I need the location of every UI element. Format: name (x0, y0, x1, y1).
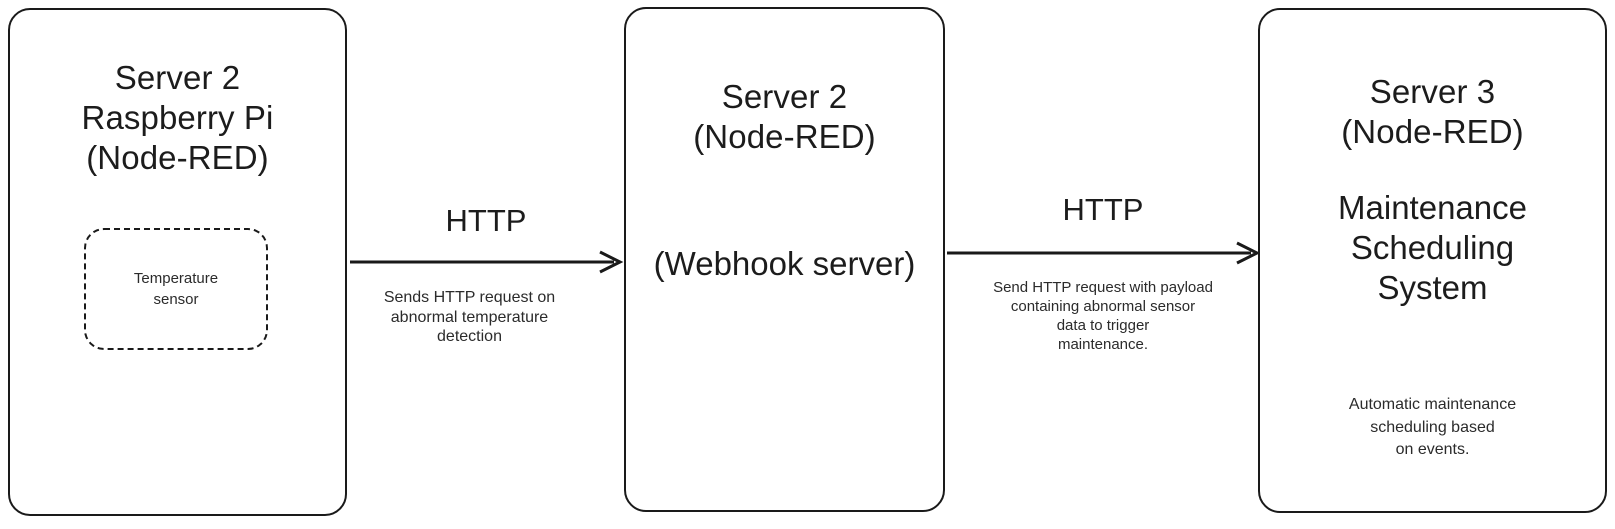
node-maintenance-system-title: Server 3 (Node-RED) (1341, 73, 1524, 150)
edge-webhook-to-maintenance (947, 237, 1261, 269)
node-raspberry-pi[interactable]: Server 2 Raspberry Pi (Node-RED) Tempera… (8, 8, 347, 516)
temperature-sensor-box[interactable]: Temperature sensor (84, 228, 268, 350)
node-webhook-server-title: Server 2 (Node-RED) (693, 78, 876, 155)
edge-pi-to-webhook-caption: Sends HTTP request on abnormal temperatu… (383, 289, 556, 345)
edge-webhook-to-maintenance-caption: Send HTTP request with payload containin… (993, 279, 1213, 353)
node-maintenance-system-subtitle: Maintenance Scheduling System (1338, 189, 1527, 306)
node-maintenance-system[interactable]: Server 3 (Node-RED) Maintenance Scheduli… (1258, 8, 1607, 513)
node-webhook-server-subtitle: (Webhook server) (653, 245, 916, 282)
edge-pi-to-webhook-label: HTTP (445, 203, 527, 238)
node-raspberry-pi-title: Server 2 Raspberry Pi (Node-RED) (81, 59, 274, 176)
node-webhook-server[interactable]: Server 2 (Node-RED) (Webhook server) (624, 7, 945, 512)
temperature-sensor-label: Temperature sensor (133, 270, 219, 308)
edge-webhook-to-maintenance-label: HTTP (1062, 192, 1144, 227)
edge-pi-to-webhook (350, 246, 624, 278)
node-maintenance-system-note: Automatic maintenance scheduling based o… (1348, 396, 1517, 458)
